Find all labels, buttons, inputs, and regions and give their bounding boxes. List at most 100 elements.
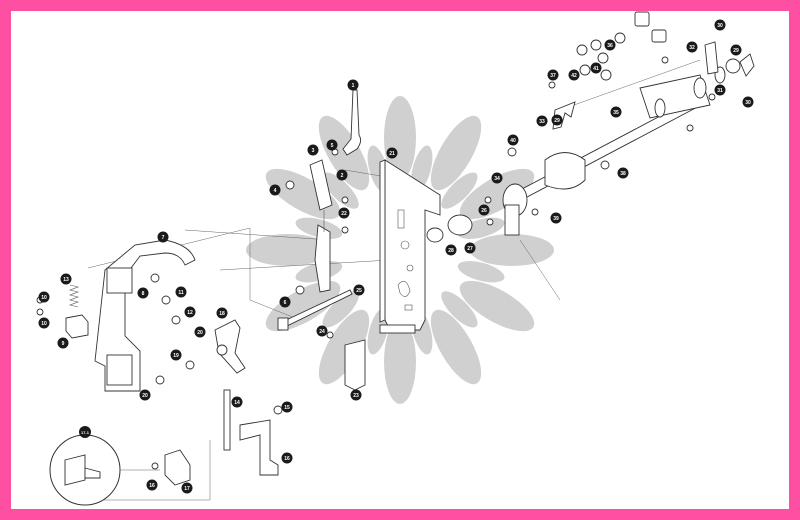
callout-label: 12 (187, 310, 193, 316)
callout-label: 23 (353, 393, 359, 399)
callout-label: 8 (142, 291, 145, 297)
watermark-flower-logo (246, 96, 554, 404)
callout-27 (464, 242, 476, 254)
callout-6 (279, 296, 291, 308)
callout-label: 22 (341, 211, 347, 217)
vertical-rod (223, 389, 231, 451)
callout-label: 26 (481, 208, 487, 214)
callout-label: 25 (356, 288, 362, 294)
inset-callout-label: 17-1 (81, 430, 90, 435)
callout-label: 40 (510, 138, 516, 144)
latch-plate (214, 319, 246, 374)
callout-label: 33 (539, 119, 545, 125)
callout-19 (170, 349, 182, 361)
callout-30 (714, 19, 726, 31)
callout-4 (269, 184, 281, 196)
callout-16 (146, 479, 158, 491)
callout-label: 42 (571, 73, 577, 79)
callout-label: 10 (41, 295, 47, 301)
inset-callout (79, 426, 91, 438)
top-lever (342, 89, 362, 156)
callout-label: 18 (219, 311, 225, 317)
callout-25 (353, 284, 365, 296)
callout-34 (491, 172, 503, 184)
callout-37 (547, 69, 559, 81)
callout-label: 15 (284, 405, 290, 411)
l-bracket (239, 419, 279, 476)
callout-40 (507, 134, 519, 146)
callout-41 (590, 62, 602, 74)
callout-label: 29 (554, 118, 560, 124)
callout-label: 11 (178, 290, 184, 296)
callout-label: 28 (448, 248, 454, 254)
callout-label: 1 (352, 83, 355, 89)
callout-28 (445, 244, 457, 256)
spring (68, 284, 80, 308)
callout-16 (281, 452, 293, 464)
callout-label: 16 (284, 456, 290, 462)
callout-21 (386, 147, 398, 159)
callout-label: 20 (142, 393, 148, 399)
callout-label: 19 (173, 353, 179, 359)
c-bracket (94, 239, 196, 392)
callout-label: 16 (149, 483, 155, 489)
callout-9 (57, 337, 69, 349)
callout-label: 7 (162, 235, 165, 241)
callout-15 (281, 401, 293, 413)
callout-8 (137, 287, 149, 299)
callout-label: 38 (620, 171, 626, 177)
callout-label: 36 (607, 43, 613, 49)
crank-shaft (502, 152, 586, 236)
callout-42 (568, 69, 580, 81)
callout-35 (610, 106, 622, 118)
callout-label: 30 (745, 100, 751, 106)
callout-38 (617, 167, 629, 179)
callout-label: 34 (494, 176, 500, 182)
callout-badges: 1234567891010111213141516161718192020212… (38, 19, 754, 494)
callout-5 (326, 139, 338, 151)
nut-cluster (576, 11, 755, 81)
callout-label: 14 (234, 400, 240, 406)
callout-36 (604, 39, 616, 51)
small-block (65, 314, 89, 339)
callout-10 (38, 317, 50, 329)
callout-label: 4 (274, 188, 277, 194)
screws (36, 56, 716, 470)
callout-30 (742, 96, 754, 108)
callout-label: 30 (717, 23, 723, 29)
callout-29 (551, 114, 563, 126)
callout-7 (157, 231, 169, 243)
callout-29 (730, 44, 742, 56)
callout-label: 10 (41, 321, 47, 327)
callout-12 (184, 306, 196, 318)
bottom-bracket (164, 449, 191, 486)
callout-26 (478, 204, 490, 216)
callout-17 (181, 482, 193, 494)
callout-label: 39 (553, 216, 559, 222)
callout-label: 5 (331, 143, 334, 149)
callout-14 (231, 396, 243, 408)
callout-label: 27 (467, 246, 473, 252)
callout-label: 29 (733, 48, 739, 54)
callout-label: 9 (62, 341, 65, 347)
hub-parts (426, 214, 473, 243)
callout-33 (536, 115, 548, 127)
callout-label: 2 (341, 173, 344, 179)
callout-label: 17 (184, 486, 190, 492)
inset-detail (49, 434, 160, 506)
callout-label: 35 (613, 110, 619, 116)
callout-label: 32 (689, 45, 695, 51)
callout-10 (38, 291, 50, 303)
callout-20 (194, 326, 206, 338)
callout-label: 21 (389, 151, 395, 157)
callout-label: 6 (284, 300, 287, 306)
main-shaft (504, 66, 726, 207)
callout-label: 20 (197, 330, 203, 336)
link-bar (309, 159, 333, 293)
callout-11 (175, 286, 187, 298)
callout-1 (347, 79, 359, 91)
main-plate (379, 159, 441, 334)
callout-label: 41 (593, 66, 599, 72)
callout-31 (714, 84, 726, 96)
